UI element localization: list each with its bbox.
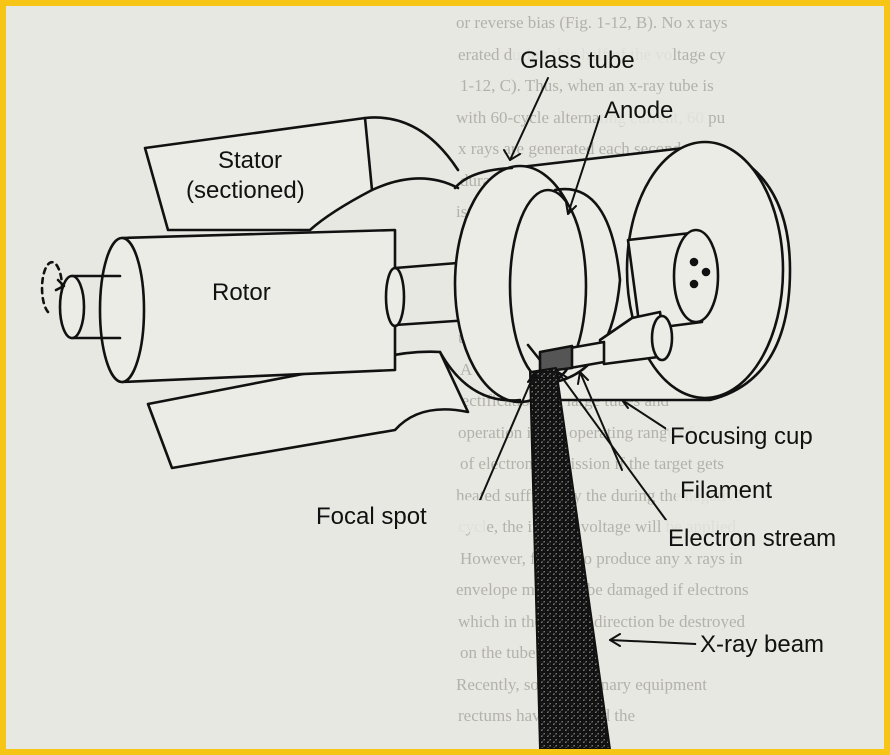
xray-beam <box>529 367 611 749</box>
cathode-pin-3 <box>689 279 699 289</box>
stator-upper-back <box>363 116 460 172</box>
filament-icon <box>568 340 606 370</box>
label-filament: Filament <box>680 477 772 504</box>
rotor-shaft-end <box>58 274 86 340</box>
leader-focusing-cup <box>621 399 669 431</box>
electron-stream-icon <box>538 344 574 374</box>
background-text-line: envelope may also be damaged if electron… <box>456 580 749 599</box>
cathode-pin-1 <box>689 257 699 267</box>
leader-anode <box>567 115 601 215</box>
label-electron-stream: Electron stream <box>668 525 836 552</box>
leader-glass-tube <box>509 77 549 161</box>
focusing-cup-icon <box>598 310 668 366</box>
anode-disk-rim <box>553 187 622 384</box>
background-text-line: on the tube. <box>460 643 540 662</box>
cathode-pin-2 <box>701 267 711 277</box>
rotor-body <box>120 228 397 384</box>
background-text-line: of electronic emission if the target get… <box>460 454 725 473</box>
label-stator-line1: Stator <box>218 147 282 174</box>
leader-xray-beam <box>609 639 697 645</box>
background-text-line: which in the wrong direction be destroye… <box>458 611 746 631</box>
label-focal-spot: Focal spot <box>316 503 427 530</box>
rotation-arrow-icon <box>40 260 64 314</box>
background-text-line: heated sufficiently the during the negat… <box>456 485 743 505</box>
background-text-line: 1-12, C). Thus, when an x-ray tube is <box>460 76 714 95</box>
background-text-line: operation in the operating range of <box>458 422 694 442</box>
stator-upper-fin <box>143 116 374 232</box>
background-text-line: However, failure to produce any x rays i… <box>460 548 743 568</box>
background-text-line: or reverse bias (Fig. 1-12, B). No x ray… <box>456 13 728 32</box>
rotor-shaft <box>70 274 122 340</box>
label-anode: Anode <box>604 97 673 124</box>
leader-filament <box>579 371 623 471</box>
leader-focal-spot <box>479 371 536 501</box>
label-xray-beam: X-ray beam <box>700 631 824 658</box>
stator-upper-edge <box>370 177 460 192</box>
xray-tube-diagram: Glass tube Anode Stator (sectioned) Roto… <box>40 44 878 749</box>
leader-electron-stream <box>557 371 667 521</box>
label-focusing-cup: Focusing cup <box>670 423 813 450</box>
cathode-head <box>672 228 720 324</box>
label-stator-line2: (sectioned) <box>186 177 305 204</box>
label-glass-tube: Glass tube <box>520 47 635 74</box>
label-rotor: Rotor <box>212 279 271 306</box>
rotor-end <box>98 236 146 384</box>
